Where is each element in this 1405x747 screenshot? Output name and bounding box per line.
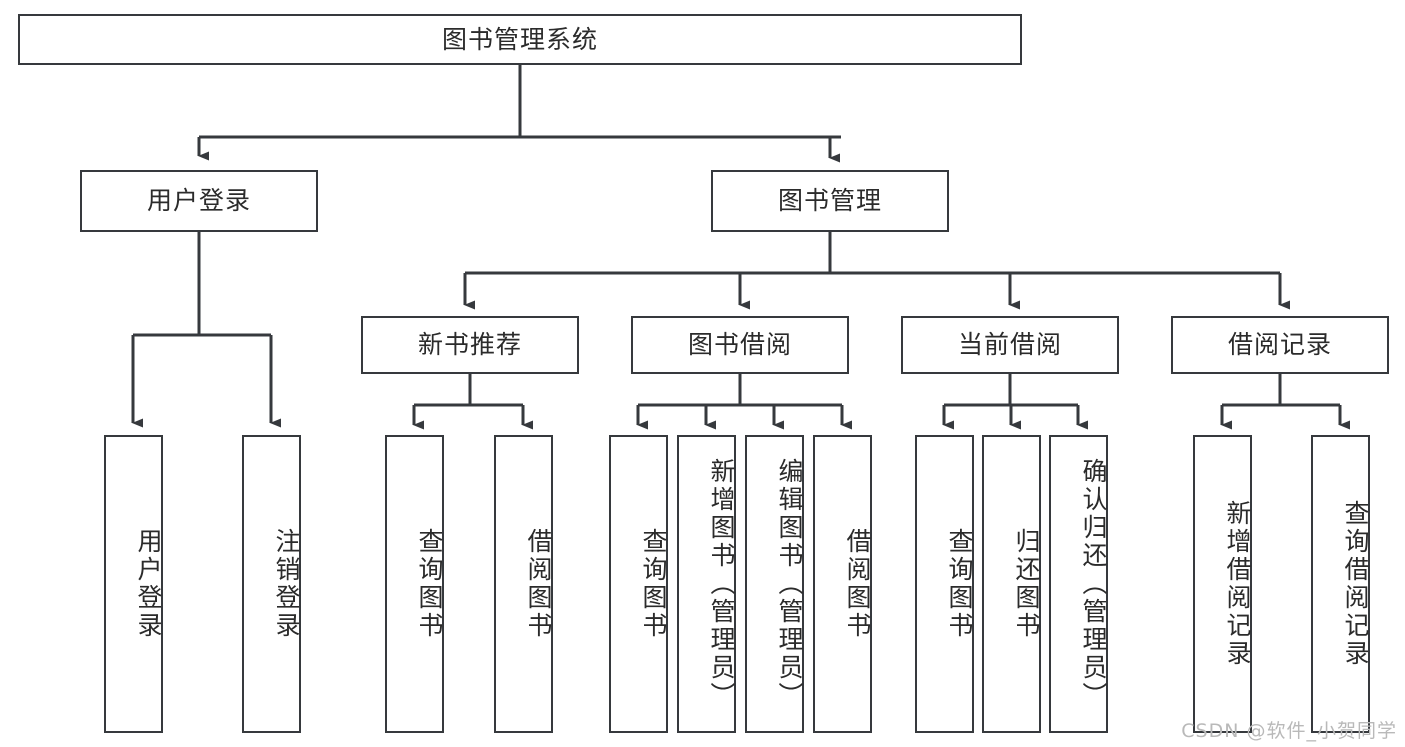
- node-new-book-recommend[interactable]: 新书推荐: [361, 316, 579, 374]
- leaf-new-book-query-books[interactable]: 查询图书: [385, 435, 444, 733]
- node-label: 查询图书: [415, 528, 444, 640]
- node-label: 当前借阅: [957, 330, 1062, 360]
- leaf-current-borrow-confirm-return-admin[interactable]: 确认归还（管理员）: [1049, 435, 1108, 733]
- leaf-book-borrow-borrow-books[interactable]: 借阅图书: [813, 435, 872, 733]
- node-label: 查询图书: [639, 528, 668, 640]
- node-label: 用户登录: [134, 528, 163, 640]
- node-label: 查询借阅记录: [1341, 500, 1370, 668]
- leaf-book-borrow-edit-book-admin[interactable]: 编辑图书（管理员）: [745, 435, 804, 733]
- leaf-user-login-login[interactable]: 用户登录: [104, 435, 163, 733]
- leaf-current-borrow-query-books[interactable]: 查询图书: [915, 435, 974, 733]
- node-label: 新书推荐: [417, 330, 522, 360]
- leaf-book-borrow-query-books[interactable]: 查询图书: [609, 435, 668, 733]
- node-root-book-management-system[interactable]: 图书管理系统: [18, 14, 1022, 65]
- node-book-borrow[interactable]: 图书借阅: [631, 316, 849, 374]
- node-label: 新增借阅记录: [1223, 500, 1252, 668]
- leaf-borrow-records-query-record[interactable]: 查询借阅记录: [1311, 435, 1370, 733]
- leaf-user-login-logout[interactable]: 注销登录: [242, 435, 301, 733]
- node-label: 确认归还（管理员）: [1079, 458, 1108, 710]
- node-label: 图书管理: [777, 186, 882, 216]
- leaf-borrow-records-add-record[interactable]: 新增借阅记录: [1193, 435, 1252, 733]
- csdn-watermark: CSDN @软件_小贺同学: [1181, 720, 1397, 742]
- node-label: 图书借阅: [687, 330, 792, 360]
- node-book-management[interactable]: 图书管理: [711, 170, 949, 232]
- node-user-login[interactable]: 用户登录: [80, 170, 318, 232]
- node-label: 借阅记录: [1227, 330, 1332, 360]
- node-label: 借阅图书: [524, 528, 553, 640]
- node-label: 图书管理系统: [441, 24, 598, 54]
- leaf-book-borrow-add-book-admin[interactable]: 新增图书（管理员）: [677, 435, 736, 733]
- node-label: 借阅图书: [843, 528, 872, 640]
- leaf-new-book-borrow-books[interactable]: 借阅图书: [494, 435, 553, 733]
- node-label: 新增图书（管理员）: [707, 458, 736, 710]
- node-current-borrow[interactable]: 当前借阅: [901, 316, 1119, 374]
- node-label: 用户登录: [146, 186, 251, 216]
- node-label: 查询图书: [945, 528, 974, 640]
- node-label: 编辑图书（管理员）: [775, 458, 804, 710]
- node-borrow-records[interactable]: 借阅记录: [1171, 316, 1389, 374]
- node-label: 归还图书: [1012, 528, 1041, 640]
- leaf-current-borrow-return-books[interactable]: 归还图书: [982, 435, 1041, 733]
- node-label: 注销登录: [272, 528, 301, 640]
